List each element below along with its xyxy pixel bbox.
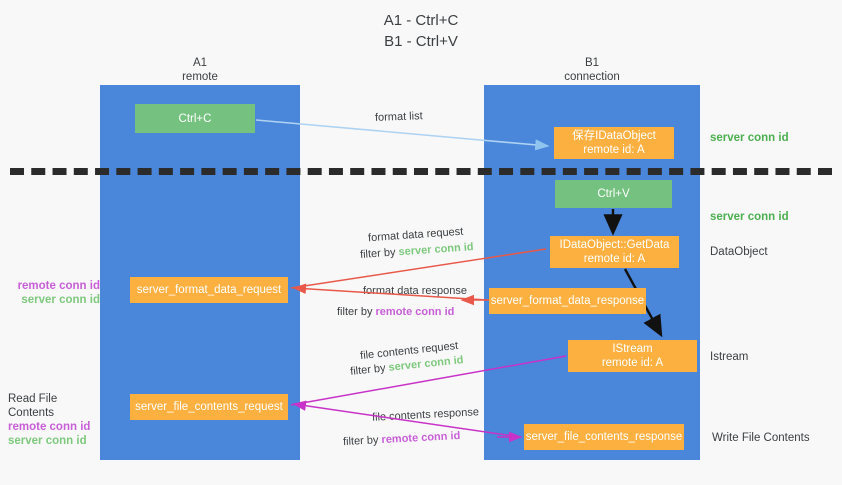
annotation-server-conn-id: server conn id [21, 294, 100, 306]
filter-prefix: filter by [337, 306, 376, 318]
dashed-separator [10, 168, 832, 175]
node-idataobject-getdata[interactable]: IDataObject::GetData remote id: A [550, 236, 679, 268]
annotation-dataobject: DataObject [710, 246, 768, 258]
node-ctrl-c[interactable]: Ctrl+C [135, 104, 255, 133]
node-save-idataobject[interactable]: 保存IDataObject remote id: A [554, 127, 674, 159]
annotation-server-conn-id-second: server conn id [710, 211, 789, 223]
annotation-read-file-contents-group: Read File Contents remote conn id server… [8, 392, 104, 448]
arrow-format-data-response [292, 283, 488, 301]
arrow-format-list [255, 119, 550, 151]
annotation-left-conn-ids-top: remote conn id server conn id [8, 279, 100, 307]
arrow-format-data-request [290, 248, 547, 289]
arrow-file-contents-request [290, 355, 567, 406]
annotation-server-conn-id-top: server conn id [710, 132, 789, 144]
node-istream[interactable]: IStream remote id: A [568, 340, 697, 372]
edge-filter-format-data-response: filter by remote conn id [337, 305, 454, 320]
annotation-istream: Istream [710, 351, 749, 363]
annotation-write-file-contents: Write File Contents [712, 432, 810, 444]
node-server-format-data-response[interactable]: server_format_data_response [489, 288, 646, 314]
annotation-remote-conn-id: remote conn id [8, 421, 91, 433]
annotation-remote-conn-id: remote conn id [17, 280, 100, 292]
annotation-read-file-contents: Read File Contents [8, 393, 58, 419]
filter-value-remote-conn-id: remote conn id [375, 306, 455, 318]
page-title: A1 - Ctrl+C B1 - Ctrl+V [383, 12, 459, 50]
arrow-file-contents-response-left [292, 400, 521, 438]
node-server-format-data-request[interactable]: server_format_data_request [130, 277, 288, 303]
node-server-file-contents-request[interactable]: server_file_contents_request [130, 394, 288, 420]
annotation-server-conn-id: server conn id [8, 435, 87, 447]
column-header-a1: A1 remote [182, 57, 218, 83]
node-server-file-contents-response[interactable]: server_file_contents_response [524, 424, 684, 450]
column-header-b1: B1 connection [564, 57, 620, 83]
node-ctrl-v[interactable]: Ctrl+V [555, 180, 672, 208]
